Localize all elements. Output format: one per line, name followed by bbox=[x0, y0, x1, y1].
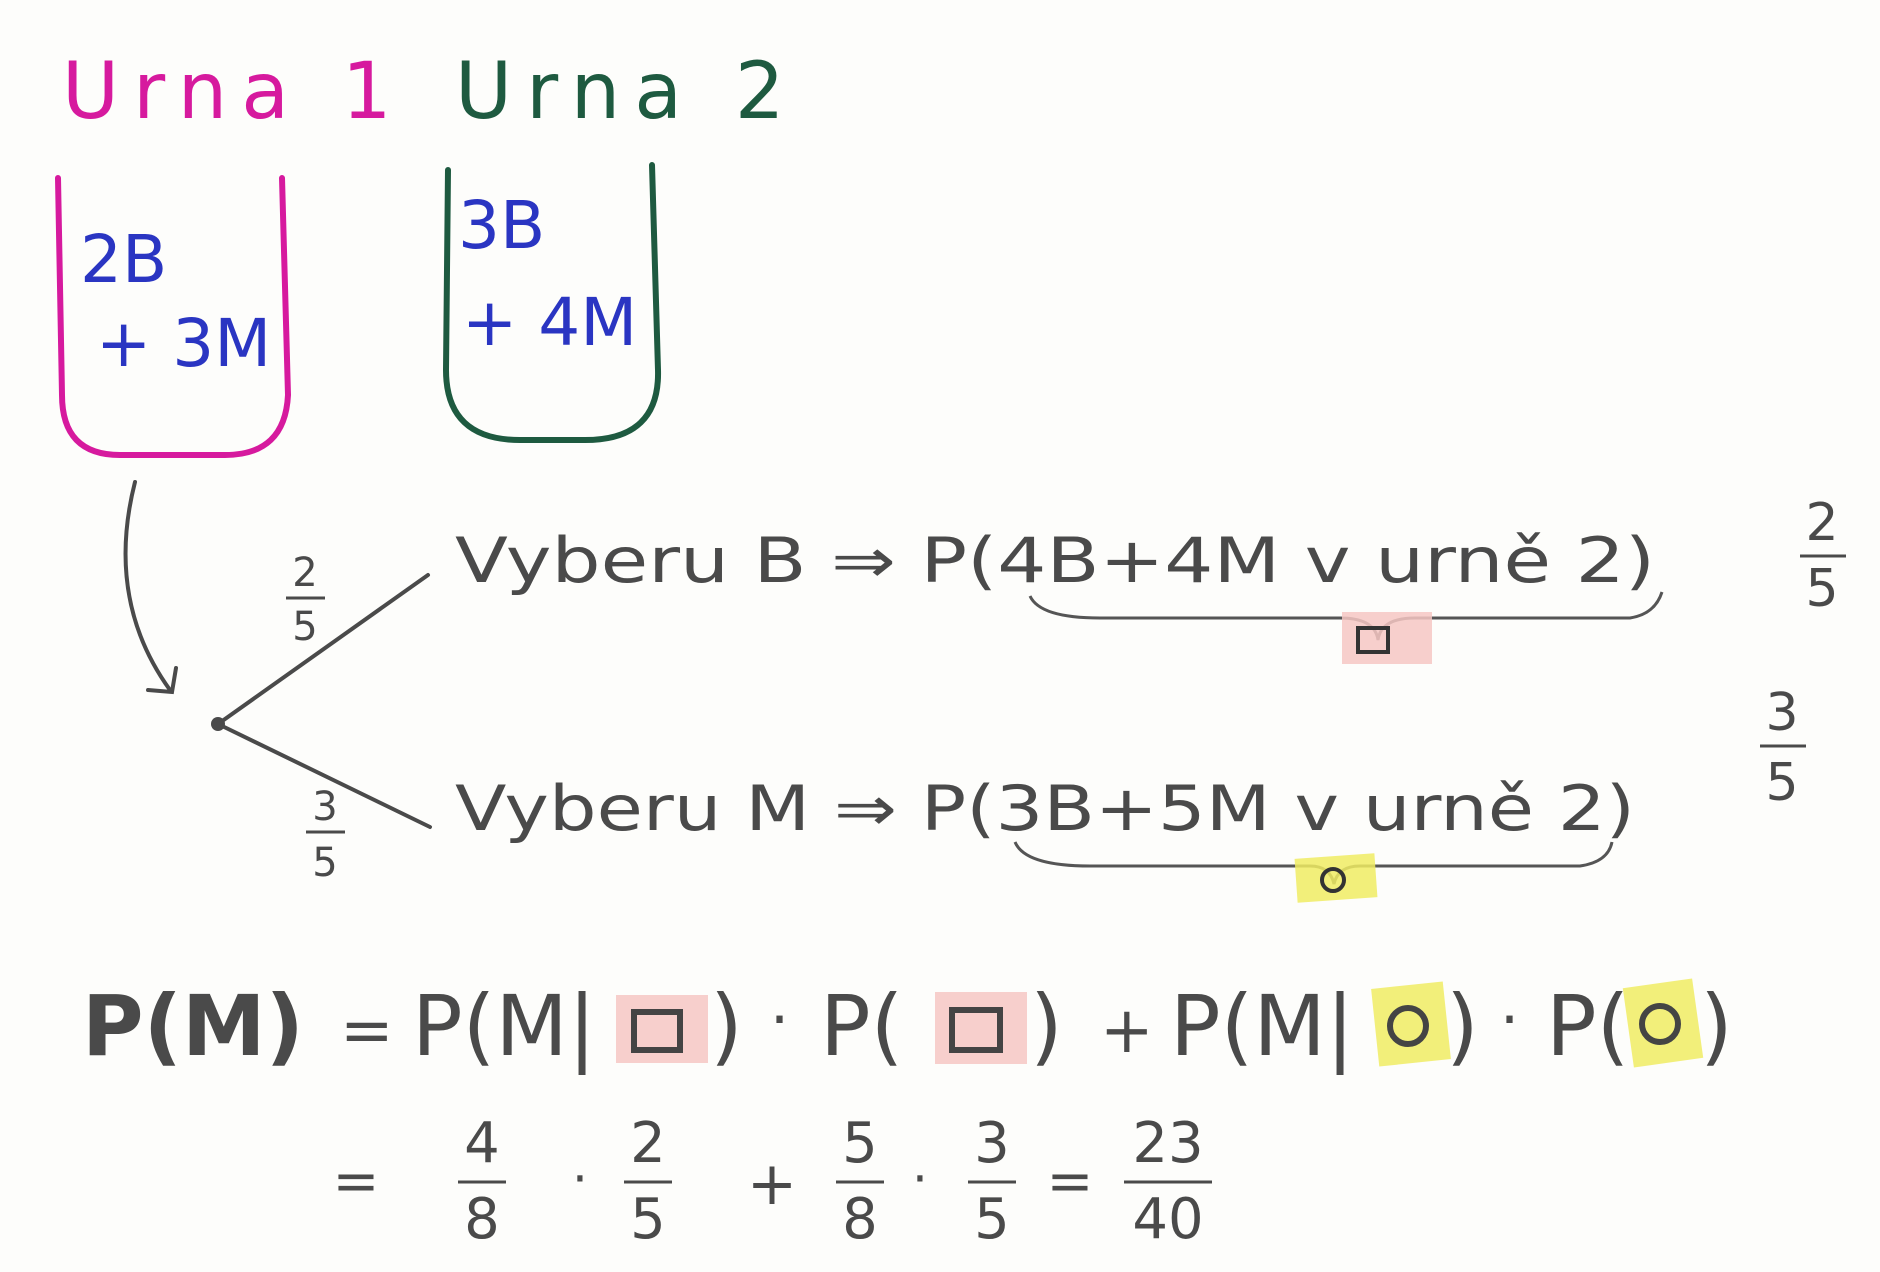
upper-branch-result-den: 5 bbox=[1805, 559, 1838, 619]
upper-branch-probability: 2 5 bbox=[286, 550, 325, 650]
plus-1: + bbox=[1100, 994, 1154, 1068]
urn-2-title: Urna 2 bbox=[455, 47, 798, 137]
f4-den: 5 bbox=[974, 1187, 1010, 1252]
line2-eq-2: = bbox=[1047, 1149, 1094, 1214]
lower-branch: Vyberu M ⇒ P(3B+5M v urně 2) 3 5 bbox=[455, 683, 1806, 903]
numeric-evaluation: = 4 8 · 2 5 + 5 8 · 3 5 = 23 40 bbox=[333, 1111, 1212, 1252]
lower-branch-probability: 3 5 bbox=[306, 784, 345, 886]
circle-symbol-icon bbox=[1320, 867, 1346, 893]
formula-lhs: P(M) bbox=[82, 977, 304, 1075]
urn-2-line-2: + 4M bbox=[462, 284, 637, 361]
line2-eq: = bbox=[333, 1149, 380, 1214]
term3-open: P(M| bbox=[1170, 977, 1354, 1075]
term2-close: ) bbox=[1030, 977, 1063, 1075]
term3-circle-icon bbox=[1387, 1005, 1429, 1047]
term4-circle-icon bbox=[1639, 1003, 1681, 1045]
dot-2: · bbox=[1500, 985, 1519, 1055]
f3-num: 5 bbox=[842, 1111, 878, 1176]
term3-close: ) bbox=[1446, 977, 1479, 1075]
urn-2-line-1: 3B bbox=[458, 187, 545, 264]
term1-close: ) bbox=[710, 977, 743, 1075]
result-num: 23 bbox=[1132, 1111, 1203, 1176]
term4-open: P( bbox=[1546, 977, 1629, 1075]
urn-1-line-1: 2B bbox=[80, 221, 167, 298]
lower-branch-highlight bbox=[1294, 853, 1378, 903]
line2-plus: + bbox=[747, 1149, 797, 1219]
transfer-arrow-head bbox=[146, 666, 178, 695]
upper-branch-result-num: 2 bbox=[1805, 493, 1838, 553]
tree-branch-upper bbox=[216, 573, 430, 726]
term4-close: ) bbox=[1700, 977, 1733, 1075]
f2-den: 5 bbox=[630, 1187, 666, 1252]
dot-1: · bbox=[770, 985, 789, 1055]
lower-branch-prob-den: 5 bbox=[312, 840, 337, 886]
lower-branch-result-den: 5 bbox=[1765, 753, 1798, 813]
line2-dot-2: · bbox=[912, 1150, 928, 1208]
term1-square-icon bbox=[631, 1009, 683, 1053]
upper-branch-prob-num: 2 bbox=[292, 550, 317, 596]
urn-1-title: Urna 1 bbox=[62, 47, 405, 137]
upper-branch-prob-den: 5 bbox=[292, 604, 317, 650]
term3-highlight bbox=[1371, 981, 1451, 1067]
f3-den: 8 bbox=[842, 1187, 878, 1252]
lower-branch-prob-num: 3 bbox=[312, 784, 337, 830]
upper-branch-result: 2 5 bbox=[1800, 493, 1846, 619]
urn-1-line-2: + 3M bbox=[96, 305, 271, 382]
term4-highlight bbox=[1622, 978, 1704, 1068]
tree-branch-lower bbox=[216, 722, 432, 829]
line2-dot-1: · bbox=[572, 1150, 588, 1208]
f1-den: 8 bbox=[464, 1187, 500, 1252]
transfer-arrow bbox=[123, 480, 172, 692]
term2-highlight bbox=[935, 992, 1027, 1064]
f1-num: 4 bbox=[464, 1111, 500, 1176]
term1-open: P(M| bbox=[412, 977, 596, 1075]
f2-num: 2 bbox=[630, 1111, 666, 1176]
upper-branch: Vyberu B ⇒ P(4B+4M v urně 2) 2 5 bbox=[455, 493, 1846, 664]
urn-1-outline bbox=[55, 175, 292, 458]
lower-branch-result: 3 5 bbox=[1760, 683, 1806, 813]
formula-eq: = bbox=[340, 994, 394, 1068]
f4-num: 3 bbox=[974, 1111, 1010, 1176]
total-probability-formula: P(M) = P(M| ) · P( ) + P(M| ) · P( ) bbox=[82, 977, 1733, 1075]
urn-2: Urna 2 3B + 4M bbox=[442, 47, 798, 443]
urn-2-outline bbox=[442, 162, 662, 443]
upper-branch-text: Vyberu B ⇒ P(4B+4M v urně 2) bbox=[455, 524, 1655, 597]
term2-square-icon bbox=[949, 1007, 1003, 1053]
term2-open: P( bbox=[820, 977, 903, 1075]
probability-tree bbox=[123, 480, 432, 829]
square-symbol-icon bbox=[1356, 626, 1390, 654]
lower-branch-result-num: 3 bbox=[1765, 683, 1798, 743]
result-den: 40 bbox=[1132, 1187, 1203, 1252]
urn-1: Urna 1 2B + 3M bbox=[55, 47, 405, 458]
lower-branch-text: Vyberu M ⇒ P(3B+5M v urně 2) bbox=[455, 772, 1635, 845]
